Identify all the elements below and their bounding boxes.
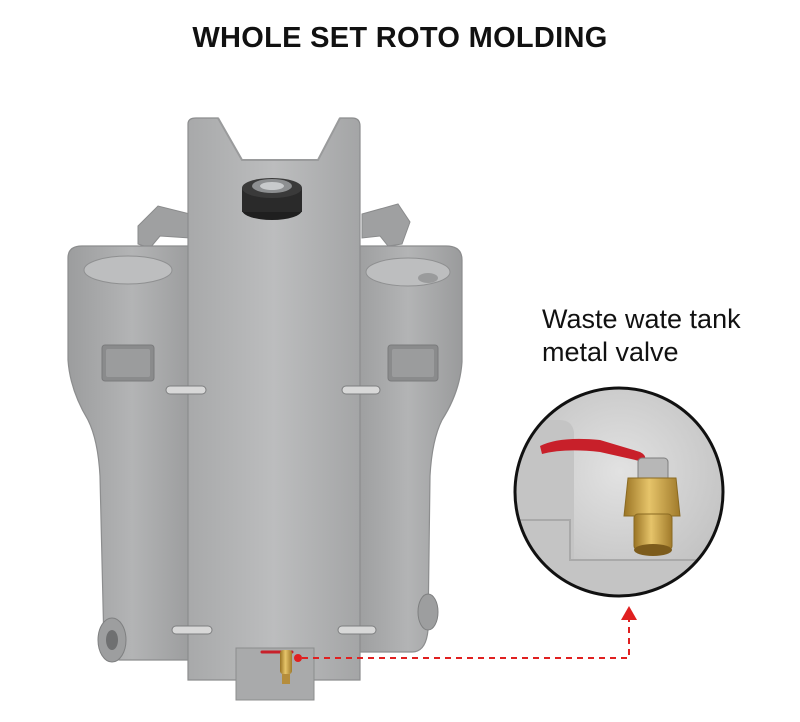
- lower-left-hinge: [171, 625, 213, 635]
- right-wheel-icon: [417, 593, 439, 631]
- lower-right-hinge: [337, 625, 377, 635]
- dashed-arrow-up-icon: [294, 606, 637, 662]
- valve-callout: Waste wate tank metal valve: [542, 303, 782, 369]
- callout-line-1: Waste wate tank: [542, 304, 741, 334]
- valve-zoom-circle: [513, 386, 725, 598]
- center-tank-section: [187, 117, 361, 701]
- page-title: WHOLE SET ROTO MOLDING: [192, 22, 608, 54]
- upper-left-hinge: [165, 385, 207, 395]
- callout-line-2: metal valve: [542, 337, 679, 367]
- left-basin-section: [67, 245, 197, 661]
- ball-valve-icon: [260, 650, 294, 684]
- right-basin-section: [353, 245, 463, 653]
- upper-right-hinge: [341, 385, 381, 395]
- left-bracket: [137, 205, 191, 249]
- left-wheel-icon: [97, 617, 127, 663]
- right-bracket: [361, 203, 411, 247]
- filler-cap-icon: [242, 178, 302, 220]
